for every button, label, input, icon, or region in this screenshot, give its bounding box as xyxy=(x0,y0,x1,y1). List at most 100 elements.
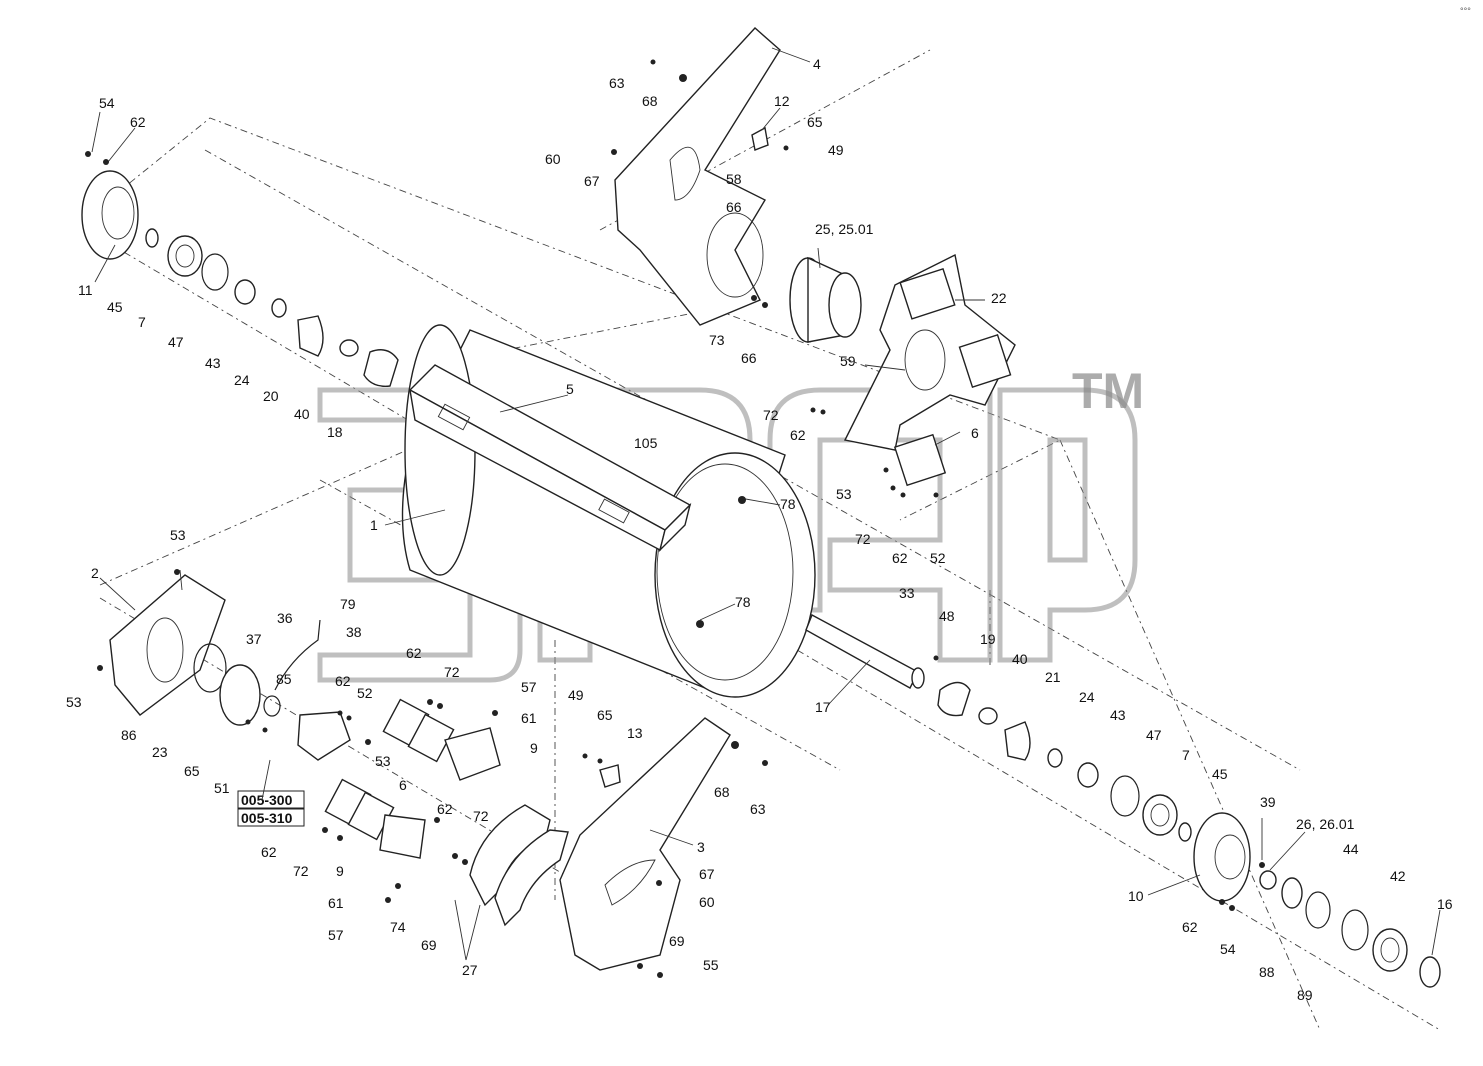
callout-40: 40 xyxy=(294,406,310,422)
callout-72-lower: 72 xyxy=(473,808,489,824)
callout-60: 60 xyxy=(545,151,561,167)
callout-62-lower: 62 xyxy=(437,801,453,817)
callout-22: 22 xyxy=(991,290,1007,306)
callout-53: 53 xyxy=(836,486,852,502)
callout-10: 10 xyxy=(1128,888,1144,904)
callout-49: 49 xyxy=(828,142,844,158)
callout-7-right: 7 xyxy=(1182,747,1190,763)
callout-9-lower: 9 xyxy=(336,863,344,879)
callout-79: 79 xyxy=(340,596,356,612)
callout-60-lower: 60 xyxy=(699,894,715,910)
flange-plate-2 xyxy=(109,574,351,761)
fastener-dots xyxy=(85,59,1265,978)
callout-61: 61 xyxy=(521,710,537,726)
callout-61-lower: 61 xyxy=(328,895,344,911)
callout-43: 43 xyxy=(205,355,221,371)
callout-89: 89 xyxy=(1297,987,1313,1003)
callout-74: 74 xyxy=(390,919,406,935)
callout-53-pad: 53 xyxy=(375,753,391,769)
callout-72-pad: 72 xyxy=(444,664,460,680)
corner-mark: °°° xyxy=(1460,6,1471,16)
callout-42: 42 xyxy=(1390,868,1406,884)
callout-17: 17 xyxy=(815,699,831,715)
callout-65-left: 65 xyxy=(184,763,200,779)
callout-72: 72 xyxy=(763,407,779,423)
callout-43-right: 43 xyxy=(1110,707,1126,723)
reference-code-boxes: 005-300 005-310 xyxy=(237,790,305,827)
callout-66: 66 xyxy=(726,199,742,215)
callout-45-right: 45 xyxy=(1212,766,1228,782)
ref-box-005-300 xyxy=(237,790,305,809)
callout-38: 38 xyxy=(346,624,362,640)
callout-9: 9 xyxy=(530,740,538,756)
callout-13: 13 xyxy=(627,725,643,741)
callout-40-right: 40 xyxy=(1012,651,1028,667)
callout-labels: 54 62 11 45 7 47 43 24 20 40 18 5 1 105 … xyxy=(66,56,1453,1003)
callout-3: 3 xyxy=(697,839,705,855)
callout-49-lower: 49 xyxy=(568,687,584,703)
callout-54-right: 54 xyxy=(1220,941,1236,957)
callout-67-lower: 67 xyxy=(699,866,715,882)
ref-code-005-300: 005-300 xyxy=(241,792,293,808)
callout-12: 12 xyxy=(774,93,790,109)
callout-52: 52 xyxy=(930,550,946,566)
callout-69: 69 xyxy=(421,937,437,953)
callout-62-bottom: 62 xyxy=(261,844,277,860)
callout-47-right: 47 xyxy=(1146,727,1162,743)
callout-26: 26, 26.01 xyxy=(1296,816,1355,832)
callout-54: 54 xyxy=(99,95,115,111)
right-bearing-stack xyxy=(937,681,1441,988)
motor-hub-25 xyxy=(789,256,862,343)
callout-36: 36 xyxy=(277,610,293,626)
callout-16: 16 xyxy=(1437,896,1453,912)
callout-24: 24 xyxy=(234,372,250,388)
callout-55: 55 xyxy=(703,957,719,973)
side-plate-3 xyxy=(559,717,731,971)
callout-2: 2 xyxy=(91,565,99,581)
segments-27 xyxy=(469,804,569,927)
callout-63: 63 xyxy=(609,75,625,91)
callout-18: 18 xyxy=(327,424,343,440)
callout-62-mid: 62 xyxy=(892,550,908,566)
callout-19: 19 xyxy=(980,631,996,647)
callout-68-lower: 68 xyxy=(714,784,730,800)
callout-86: 86 xyxy=(121,727,137,743)
callout-72-mid: 72 xyxy=(855,531,871,547)
callout-66-lower: 66 xyxy=(741,350,757,366)
callout-69-lower: 69 xyxy=(669,933,685,949)
callout-57: 57 xyxy=(521,679,537,695)
leader-lines xyxy=(91,47,1441,961)
callout-63-lower: 63 xyxy=(750,801,766,817)
callout-62: 62 xyxy=(130,114,146,130)
callout-51: 51 xyxy=(214,780,230,796)
callout-20: 20 xyxy=(263,388,279,404)
ref-code-005-310: 005-310 xyxy=(241,810,293,826)
callout-21: 21 xyxy=(1045,669,1061,685)
callout-85: 85 xyxy=(276,671,292,687)
trademark-mark: TM xyxy=(1072,363,1144,419)
callout-6: 6 xyxy=(971,425,979,441)
callout-25: 25, 25.01 xyxy=(815,221,874,237)
callout-62-right: 62 xyxy=(1182,919,1198,935)
callout-73: 73 xyxy=(709,332,725,348)
callout-58: 58 xyxy=(726,171,742,187)
beam-part xyxy=(408,364,692,553)
callout-27: 27 xyxy=(462,962,478,978)
bracket-22 xyxy=(843,253,1016,487)
callout-48: 48 xyxy=(939,608,955,624)
callout-52-left: 52 xyxy=(357,685,373,701)
side-plate-4 xyxy=(614,27,781,326)
callout-1: 1 xyxy=(370,517,378,533)
callout-62-left: 62 xyxy=(335,673,351,689)
callout-4: 4 xyxy=(813,56,821,72)
ref-box-005-310 xyxy=(237,808,305,827)
callout-65: 65 xyxy=(807,114,823,130)
shaft-17 xyxy=(805,614,925,689)
callout-53-left: 53 xyxy=(66,694,82,710)
callout-6-left: 6 xyxy=(399,777,407,793)
callout-47: 47 xyxy=(168,334,184,350)
callout-57-lower: 57 xyxy=(328,927,344,943)
callout-62-upper: 62 xyxy=(790,427,806,443)
callout-44: 44 xyxy=(1343,841,1359,857)
